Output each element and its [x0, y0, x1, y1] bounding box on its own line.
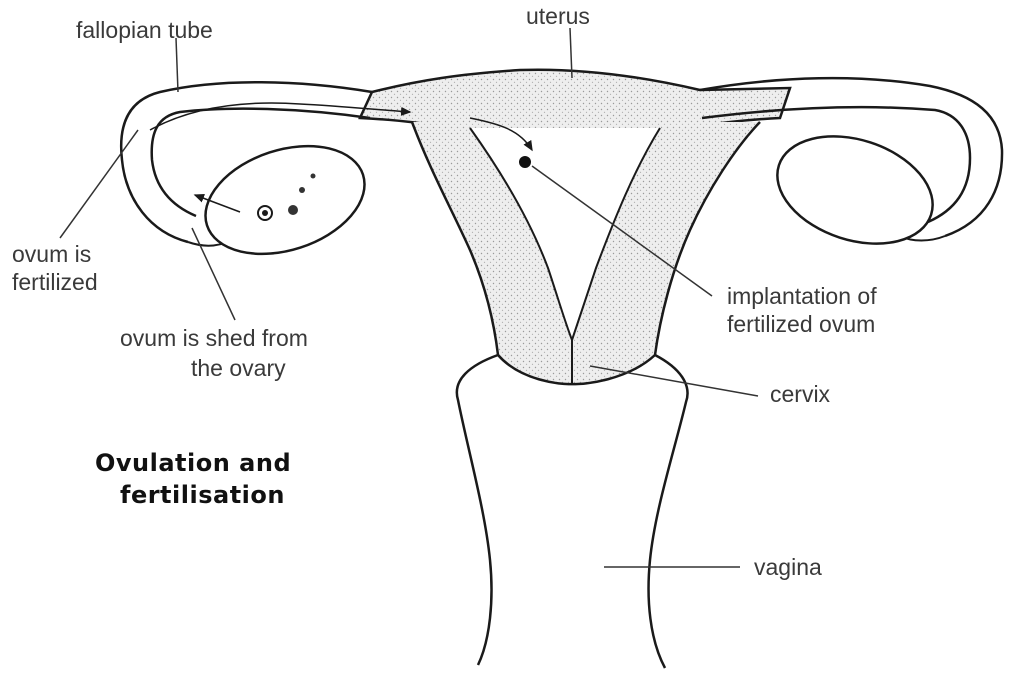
label-implantation-line1: implantation of — [727, 282, 877, 310]
uterus-shape — [360, 70, 790, 384]
label-ovum-shed-line1: ovum is shed from — [120, 324, 308, 352]
diagram-title-line2: fertilisation — [120, 480, 285, 511]
label-vagina: vagina — [754, 553, 822, 581]
leader-cervix — [590, 366, 758, 396]
leader-fallopian-tube — [176, 38, 178, 92]
vagina-shape — [457, 355, 688, 668]
label-ovum-fertilized-line2: fertilized — [12, 268, 98, 296]
label-implantation-line2: fertilized ovum — [727, 310, 875, 338]
label-uterus: uterus — [526, 2, 590, 30]
label-cervix: cervix — [770, 380, 830, 408]
label-ovum-shed-line2: the ovary — [191, 354, 286, 382]
diagram-title-line1: Ovulation and — [95, 448, 291, 479]
label-ovum-fertilized-line1: ovum is — [12, 240, 91, 268]
label-fallopian-tube: fallopian tube — [76, 16, 213, 44]
implanted-ovum-dot — [519, 156, 531, 168]
